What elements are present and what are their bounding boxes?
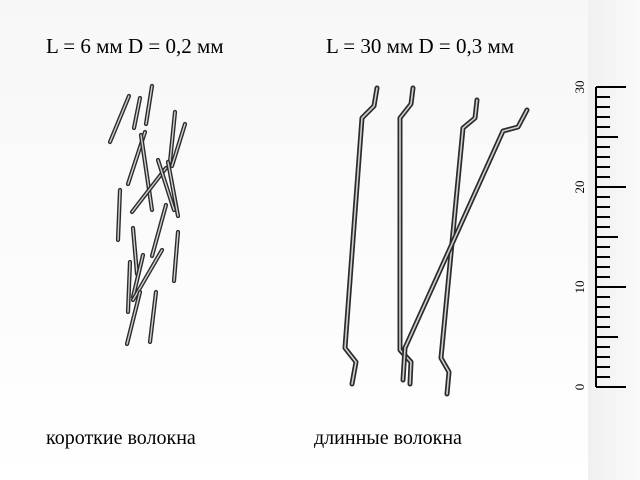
short-fiber-13-highlight	[132, 254, 144, 298]
short-fiber-9-highlight	[167, 161, 179, 217]
short-fiber-2-highlight	[145, 85, 153, 125]
long-fiber-1-highlight	[344, 87, 378, 385]
ruler-label-30: 30	[572, 81, 587, 94]
short-fiber-12-highlight	[151, 204, 167, 257]
short-fiber-19-highlight	[157, 159, 175, 211]
short-fiber-7-highlight	[169, 111, 176, 163]
short-fibers-group	[107, 83, 188, 347]
short-fiber-3-highlight	[133, 97, 141, 129]
long-fiber-caption: длинные волокна	[314, 427, 462, 449]
ruler: 0 10 20 30	[572, 81, 626, 391]
short-fiber-15-highlight	[173, 231, 179, 282]
long-fiber-spec: L = 30 мм D = 0,3 мм	[326, 34, 515, 58]
short-fiber-8-highlight	[171, 123, 186, 167]
ruler-label-10: 10	[572, 281, 587, 294]
ruler-label-20: 20	[572, 181, 587, 194]
short-fiber-16-highlight	[127, 261, 131, 313]
long-fibers-group	[342, 85, 530, 397]
short-fiber-18-highlight	[149, 291, 157, 343]
long-fiber-2-highlight	[399, 87, 414, 385]
short-fiber-spec: L = 6 мм D = 0,2 мм	[46, 34, 224, 58]
short-fiber-6-highlight	[131, 167, 167, 213]
short-fiber-1-highlight	[109, 95, 130, 143]
short-fiber-5-highlight	[140, 134, 153, 211]
long-fiber-4	[400, 107, 530, 383]
short-fiber-caption: короткие волокна	[46, 427, 196, 449]
short-fiber-10-highlight	[117, 189, 121, 241]
short-fiber-11-highlight	[132, 227, 138, 275]
short-fiber-14-highlight	[132, 249, 163, 301]
ruler-label-0: 0	[572, 384, 587, 391]
long-fiber-3	[438, 97, 480, 397]
long-fiber-4-highlight	[402, 109, 528, 381]
short-fiber-17-highlight	[126, 291, 141, 345]
